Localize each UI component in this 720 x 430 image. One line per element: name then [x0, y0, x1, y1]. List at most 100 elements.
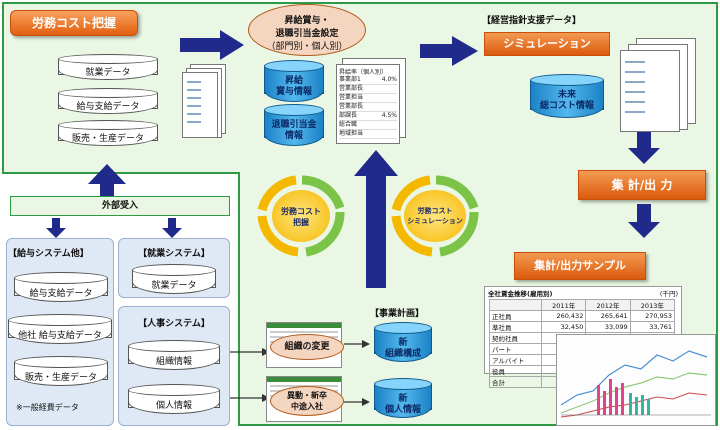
retirement-label-1: 退職引当金 — [271, 120, 317, 130]
sample-table-header-cell: 2013年 — [629, 299, 676, 311]
external-receive-bar: 外部受入 — [10, 196, 230, 216]
raise-rate-row-label: 部課長 — [339, 112, 358, 119]
sample-table-cell: 260,432 — [541, 310, 587, 322]
raise-rate-row-label: 地域担当 — [339, 130, 364, 137]
raise-rate-row-label: 総合職 — [339, 121, 358, 128]
raise-rate-row: 営業担当 — [339, 94, 397, 103]
personal-info-label: 個人情報 — [155, 401, 192, 411]
org-info-label: 組織情報 — [155, 357, 192, 367]
raise-rate-row: 部課長 4.5% — [339, 112, 397, 121]
payroll-system-header: 【給与システム他】 — [8, 249, 89, 259]
raise-rate-row-label: 営業担当 — [339, 94, 364, 101]
raise-rate-row-label: 営業部長 — [339, 85, 364, 92]
sample-table-cell: 33,761 — [629, 321, 676, 333]
raise-rate-row: 事業部1 4.0% — [339, 76, 397, 85]
sample-table-cell: 準社員 — [488, 321, 543, 333]
raise-rate-row-label: 営業部長 — [339, 103, 364, 110]
new-person-line-1: 新 — [398, 394, 408, 404]
cycle-labor-line1: 労務コスト — [281, 207, 321, 216]
general-expense-note: ※一般経費データ — [16, 403, 79, 412]
simulation-button[interactable]: シミュレーション — [484, 32, 610, 56]
raise-bonus-label-1: 昇給 — [284, 76, 303, 86]
raise-rate-row: 地域担当 — [339, 130, 397, 139]
sample-chart-panel — [556, 334, 716, 426]
sample-table-cell: アルバイト — [488, 354, 543, 366]
sample-table-cell: 正社員 — [488, 310, 543, 322]
transfer-line-1: 異動・新卒 — [287, 391, 327, 400]
attendance-label-2: 就業データ — [151, 281, 197, 291]
raise-bonus-label-2: 賞与情報 — [275, 87, 312, 97]
payroll-data-label: 給与支給データ — [76, 102, 140, 112]
cycle-labor-center: 労務コスト 把握 — [272, 190, 330, 242]
org-change-label: 組織の変更 — [284, 342, 330, 352]
sample-table-title: 全社賃金推移(雇用別) — [488, 290, 553, 298]
new-org-cylinder: 新 組織構成 — [374, 322, 432, 362]
raise-rate-row: 営業部長 — [339, 103, 397, 112]
sample-table-unit: (千円) — [659, 290, 678, 298]
raise-rate-row: 総合職 — [339, 121, 397, 130]
raise-rate-row-label: 事業部1 — [339, 76, 361, 83]
aggregate-output-button[interactable]: 集 計/出 力 — [578, 170, 706, 200]
setting-line-3: （部門別・個人別） — [266, 42, 348, 52]
cycle-sim-center: 労務コスト シミュレーション — [404, 190, 466, 242]
retirement-label-2: 情報 — [284, 131, 303, 141]
sample-table-header-cell: 2011年 — [541, 299, 587, 311]
business-plan-header: 【事業計画】 — [370, 309, 425, 319]
retirement-cylinder: 退職引当金 情報 — [264, 104, 324, 146]
sample-table-cell: 33,099 — [585, 321, 631, 333]
cycle-labor-line2: 把握 — [293, 218, 309, 227]
sample-table-cell: 合計 — [488, 376, 543, 388]
aggregate-sample-button[interactable]: 集計/出力サンプル — [514, 252, 646, 280]
sales-production-data-label: 販売・生産データ — [71, 134, 144, 144]
setting-line-1: 昇給賞与・ — [284, 16, 330, 26]
labor-cost-title[interactable]: 労務コスト把握 — [10, 10, 138, 36]
sample-table-header-cell: 2012年 — [585, 299, 631, 311]
raise-rate-row-value: 4.0% — [381, 76, 397, 83]
sample-table-header-cell — [488, 299, 543, 311]
labor-sheet-front — [182, 72, 218, 138]
other-payroll-label: 他社 給与支給データ — [18, 331, 102, 341]
sample-table-cell: パート — [488, 343, 543, 355]
payroll-data-label-2: 給与支給データ — [29, 289, 93, 299]
payroll-data-cyl-2: 給与支給データ — [14, 272, 108, 302]
transfer-bubble: 異動・新卒 中途入社 — [270, 386, 344, 416]
cycle-sim-line1: 労務コスト — [417, 207, 453, 215]
other-payroll-cylinder: 他社 給与支給データ — [8, 314, 112, 344]
setting-line-2: 退職引当金設定 — [275, 29, 339, 39]
future-label-1: 未来 — [557, 90, 576, 100]
attendance-cyl-2: 就業データ — [132, 264, 216, 294]
raise-bonus-cylinder: 昇給 賞与情報 — [264, 60, 324, 102]
mgmt-support-header: 【経営指針支援データ】 — [482, 16, 582, 26]
personal-info-cylinder: 個人情報 — [128, 384, 220, 414]
attendance-data-label: 就業データ — [85, 68, 131, 78]
org-info-cylinder: 組織情報 — [128, 340, 220, 370]
raise-rate-row-value: 4.5% — [381, 112, 397, 119]
hr-system-header: 【人事システム】 — [138, 319, 210, 329]
sample-table-cell: 270,953 — [629, 310, 676, 322]
attendance-system-header: 【就業システム】 — [138, 249, 210, 259]
transfer-line-2: 中途入社 — [291, 402, 323, 411]
raise-rate-row: 営業部長 — [339, 85, 397, 94]
sample-table-cell: 契約社員 — [488, 332, 543, 344]
sample-chart-graphic — [557, 335, 715, 425]
raise-rate-title: 昇給率（個人別） — [339, 69, 388, 76]
future-label-2: 総コスト情報 — [539, 101, 594, 111]
new-org-line-1: 新 — [398, 338, 408, 348]
payroll-data-cylinder: 給与支給データ — [58, 88, 158, 114]
new-person-line-2: 個人情報 — [384, 405, 421, 415]
sample-table-cell: 役員 — [488, 365, 543, 377]
new-person-cylinder: 新 個人情報 — [374, 378, 432, 418]
sales-production-data-cylinder: 販売・生産データ — [58, 120, 158, 146]
future-cost-cylinder: 未来 総コスト情報 — [530, 74, 604, 118]
org-change-bubble: 組織の変更 — [270, 334, 344, 360]
cycle-sim-line2: シミュレーション — [407, 217, 463, 225]
setting-bubble: 昇給賞与・ 退職引当金設定 （部門別・個人別） — [248, 4, 366, 56]
sim-sheet-front — [620, 50, 680, 132]
new-org-line-2: 組織構成 — [384, 349, 421, 359]
sales-production-cyl-2: 販売・生産データ — [14, 356, 108, 386]
sample-table-cell: 32,450 — [541, 321, 587, 333]
